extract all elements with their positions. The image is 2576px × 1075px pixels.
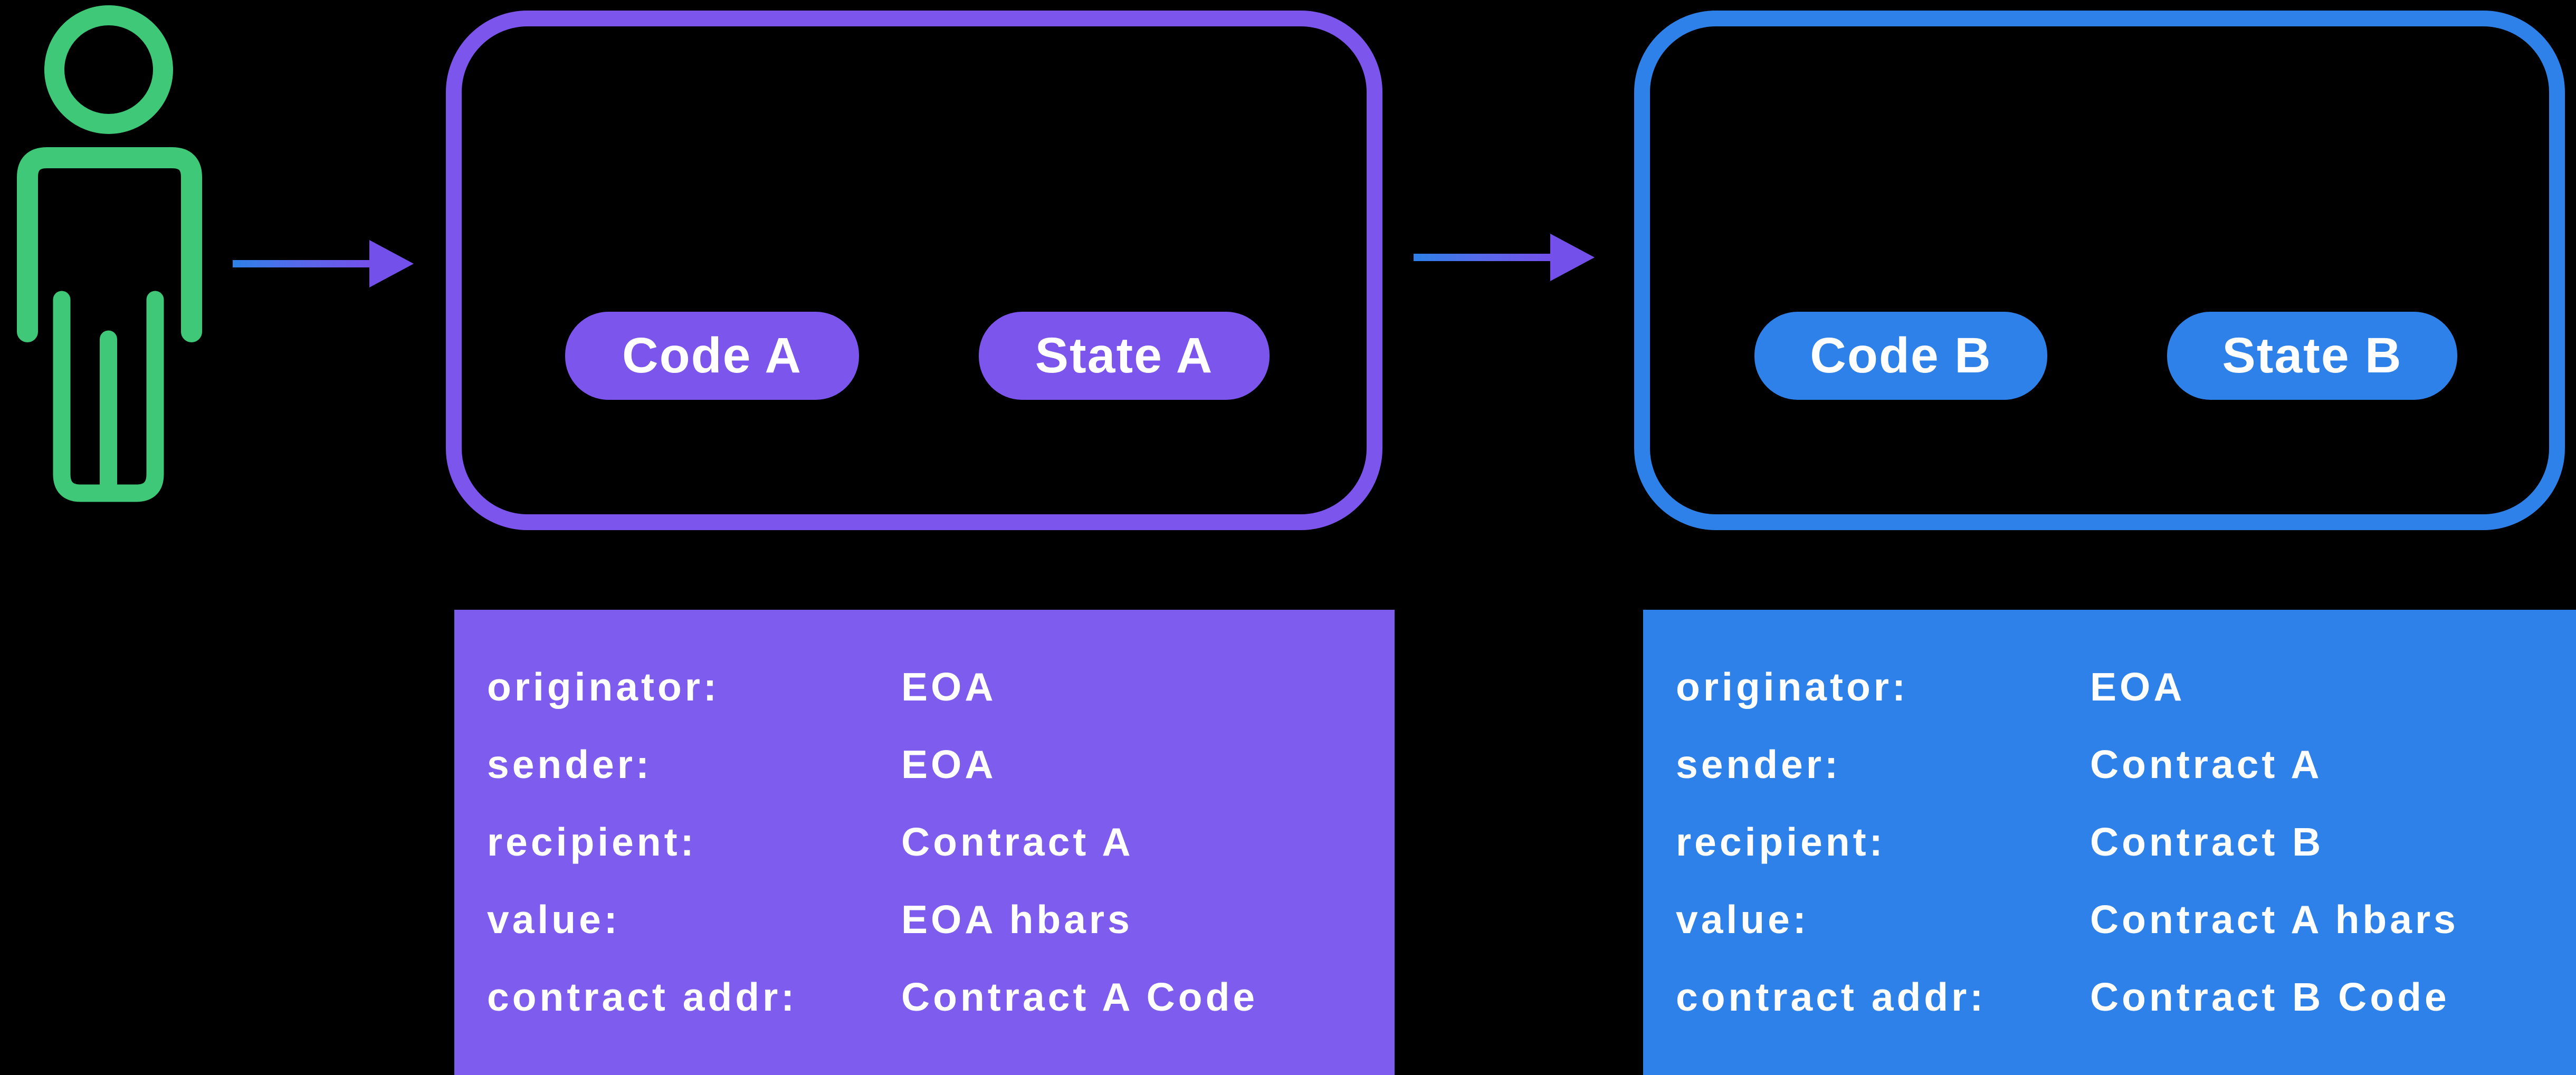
contract-b-box <box>1634 11 2565 530</box>
detail-label: contract addr: <box>487 974 798 1019</box>
person-shoulders-arms <box>17 147 202 342</box>
contract-a-state-pill: State A <box>979 312 1270 400</box>
arrow-shaft <box>233 260 369 267</box>
detail-value: Contract A hbars <box>2090 897 2459 942</box>
contract-a-details-panel: originator: EOA sender: EOA recipient: C… <box>454 610 1395 1075</box>
detail-label: recipient: <box>1676 819 1886 864</box>
detail-value: Contract A <box>901 819 1134 864</box>
person-head <box>44 5 173 134</box>
detail-row: value: Contract A hbars <box>1676 880 2576 958</box>
detail-row: originator: EOA <box>1676 648 2576 725</box>
detail-row: sender: Contract A <box>1676 725 2576 803</box>
detail-label: value: <box>1676 897 1809 942</box>
pill-label: Code A <box>622 328 802 383</box>
detail-row: recipient: Contract B <box>1676 803 2576 880</box>
detail-row: contract addr: Contract A Code <box>487 958 1395 1035</box>
pill-label: State B <box>2222 328 2402 383</box>
detail-label: sender: <box>487 742 652 786</box>
detail-label: sender: <box>1676 742 1841 786</box>
arrow-right-icon <box>233 240 414 287</box>
contract-b-state-pill: State B <box>2167 312 2457 400</box>
arrow-head <box>369 240 414 287</box>
detail-value: EOA hbars <box>901 897 1133 942</box>
detail-label: contract addr: <box>1676 974 1987 1019</box>
detail-value: EOA <box>901 664 997 709</box>
contract-b-code-pill: Code B <box>1754 312 2047 400</box>
arrow-shaft <box>1414 254 1550 261</box>
person-icon <box>17 5 202 502</box>
detail-value: Contract B Code <box>2090 974 2450 1019</box>
detail-label: originator: <box>487 664 720 709</box>
contract-b-details-panel: originator: EOA sender: Contract A recip… <box>1643 610 2576 1075</box>
detail-label: originator: <box>1676 664 1909 709</box>
detail-value: Contract B <box>2090 819 2324 864</box>
detail-value: EOA <box>2090 664 2186 709</box>
detail-row: contract addr: Contract B Code <box>1676 958 2576 1035</box>
detail-row: value: EOA hbars <box>487 880 1395 958</box>
detail-value: EOA <box>901 742 997 786</box>
arrow-head <box>1550 234 1595 281</box>
contract-a-code-pill: Code A <box>565 312 859 400</box>
pill-label: State A <box>1035 328 1214 383</box>
detail-row: sender: EOA <box>487 725 1395 803</box>
detail-row: recipient: Contract A <box>487 803 1395 880</box>
detail-row: originator: EOA <box>487 648 1395 725</box>
detail-label: recipient: <box>487 819 697 864</box>
detail-label: value: <box>487 897 621 942</box>
pill-label: Code B <box>1810 328 1992 383</box>
detail-value: Contract A Code <box>901 974 1258 1019</box>
arrow-right-icon <box>1414 234 1595 281</box>
detail-value: Contract A <box>2090 742 2323 786</box>
contract-a-box <box>446 11 1382 530</box>
